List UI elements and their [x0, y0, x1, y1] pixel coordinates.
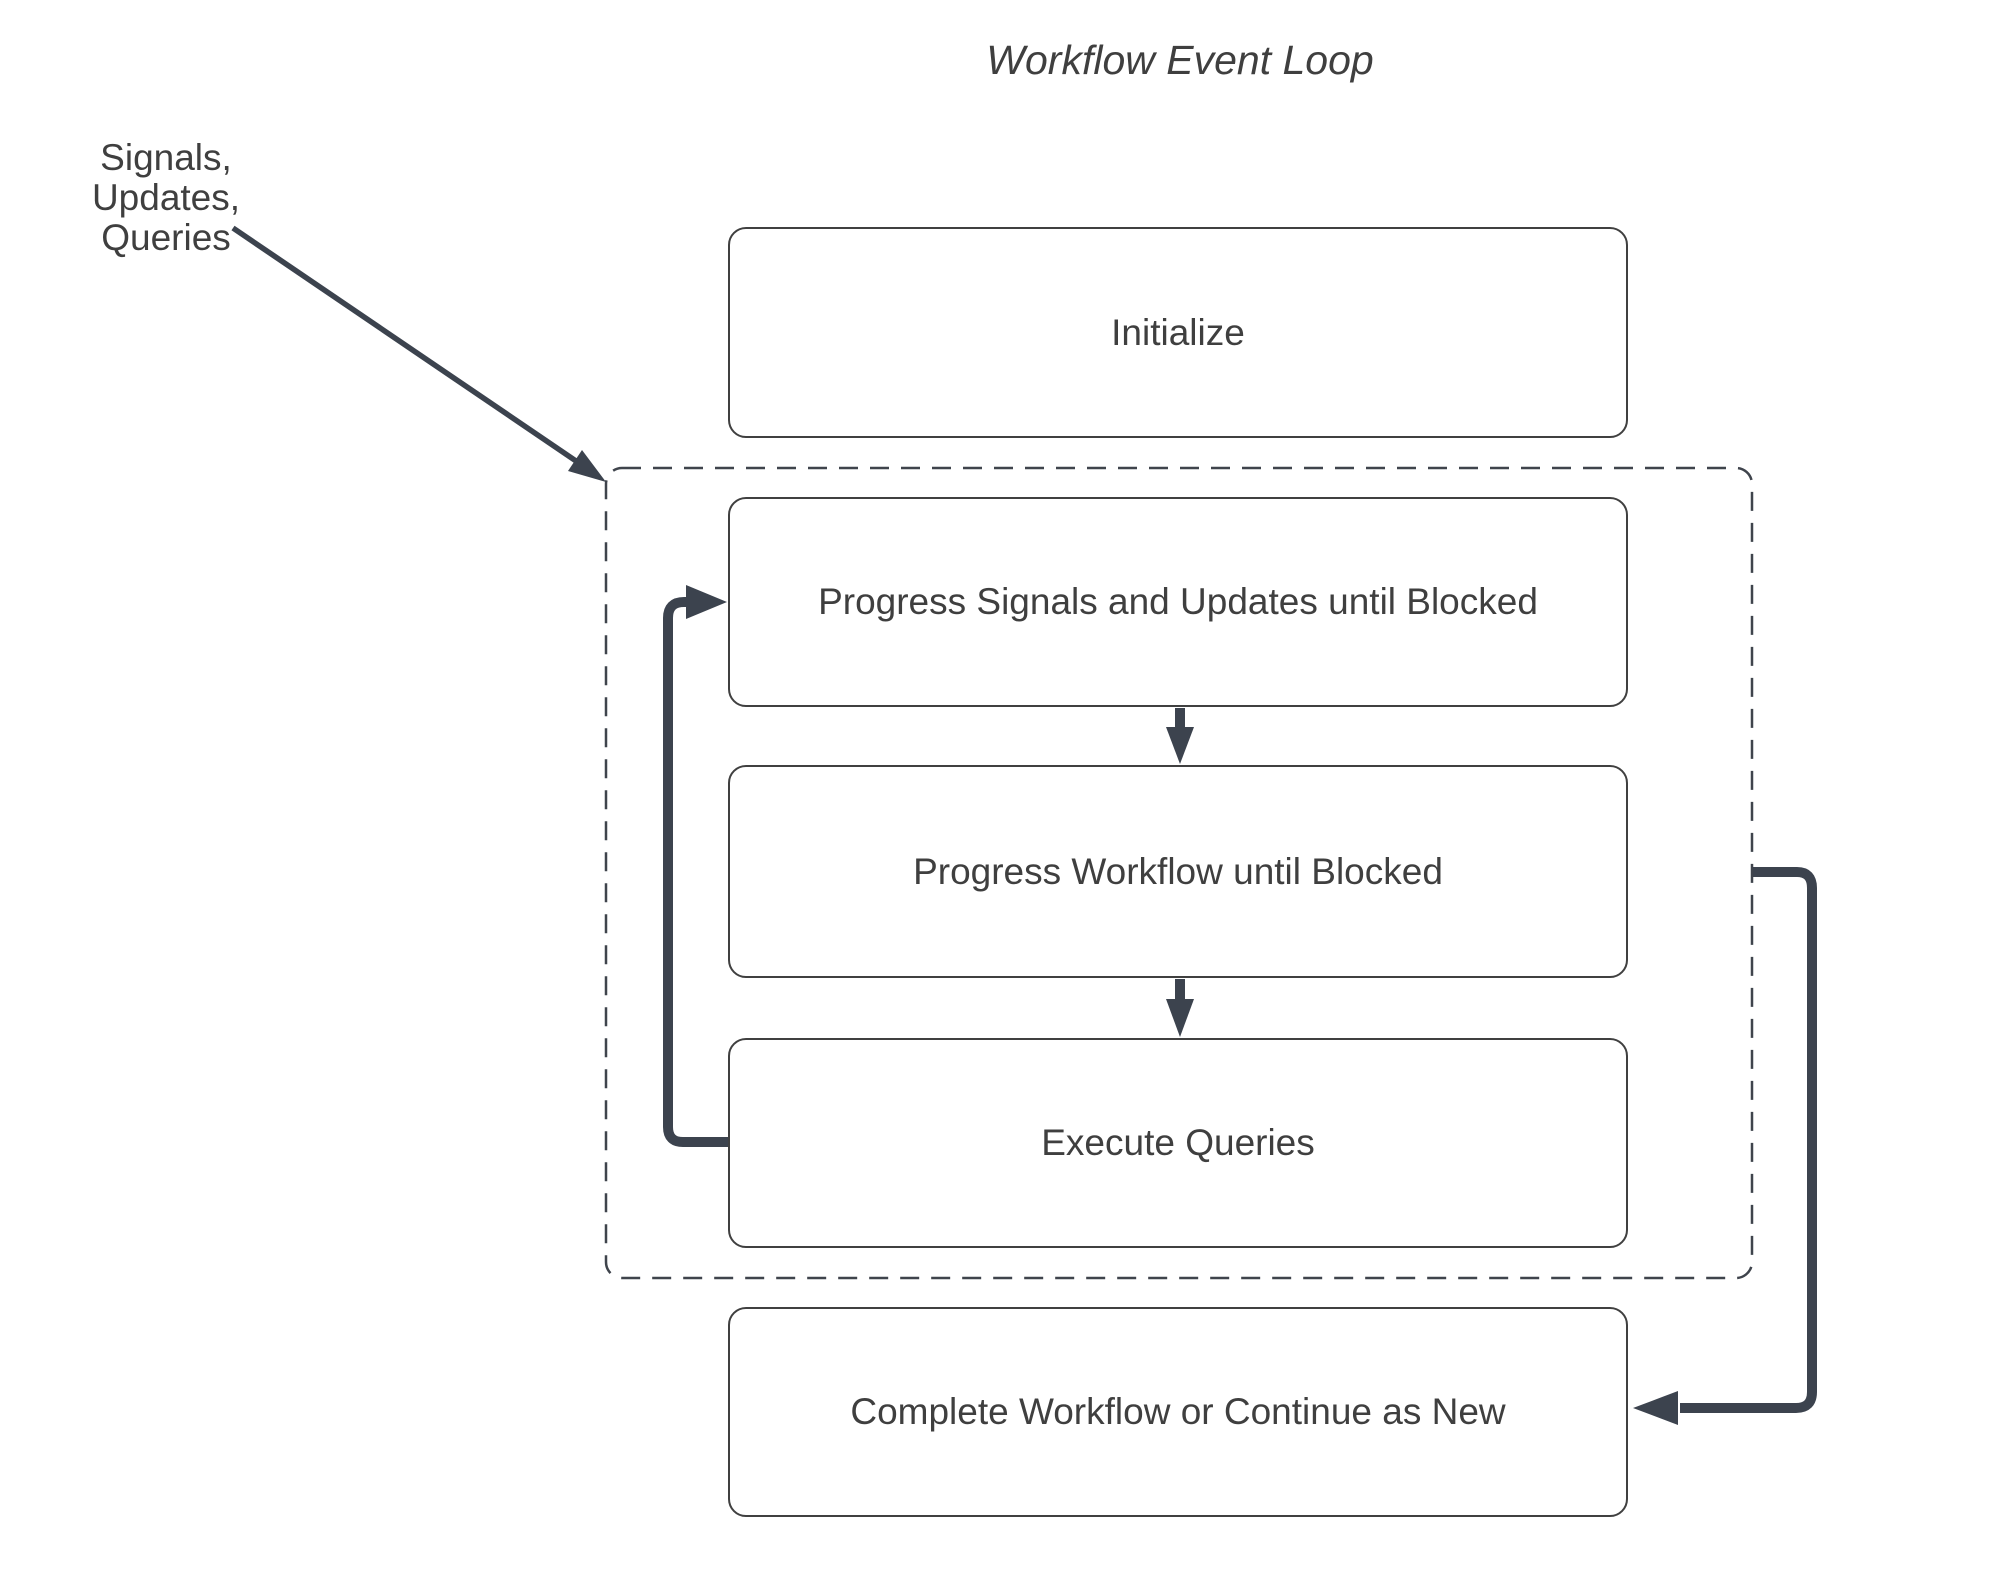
node-execute-queries: Execute Queries [728, 1038, 1628, 1248]
node-initialize-label: Initialize [1111, 311, 1245, 353]
signals-updates-queries-label: Signals, Updates, Queries [26, 138, 306, 258]
diagram-title: Workflow Event Loop [986, 37, 1374, 83]
arrow-execute-queries-loop-to-progress-signals [663, 585, 730, 1147]
node-execute-queries-label: Execute Queries [1041, 1122, 1315, 1163]
arrow-signals-to-group [231, 225, 606, 482]
node-complete-workflow: Complete Workflow or Continue as New [728, 1307, 1628, 1517]
arrow-progress-workflow-to-execute-queries [1166, 979, 1194, 1037]
node-progress-workflow: Progress Workflow until Blocked [728, 765, 1628, 978]
node-initialize: Initialize [728, 227, 1628, 438]
node-progress-signals-updates: Progress Signals and Updates until Block… [728, 497, 1628, 707]
node-progress-workflow-label: Progress Workflow until Blocked [913, 850, 1443, 892]
node-progress-signals-updates-label: Progress Signals and Updates until Block… [818, 581, 1538, 622]
node-complete-workflow-label: Complete Workflow or Continue as New [850, 1391, 1506, 1432]
arrow-progress-signals-to-progress-workflow [1166, 708, 1194, 764]
arrow-group-loop-to-complete-workflow [1633, 867, 1817, 1425]
annotation-line-1: Signals, Updates, [91, 137, 241, 218]
annotation-line-2: Queries [101, 217, 231, 258]
